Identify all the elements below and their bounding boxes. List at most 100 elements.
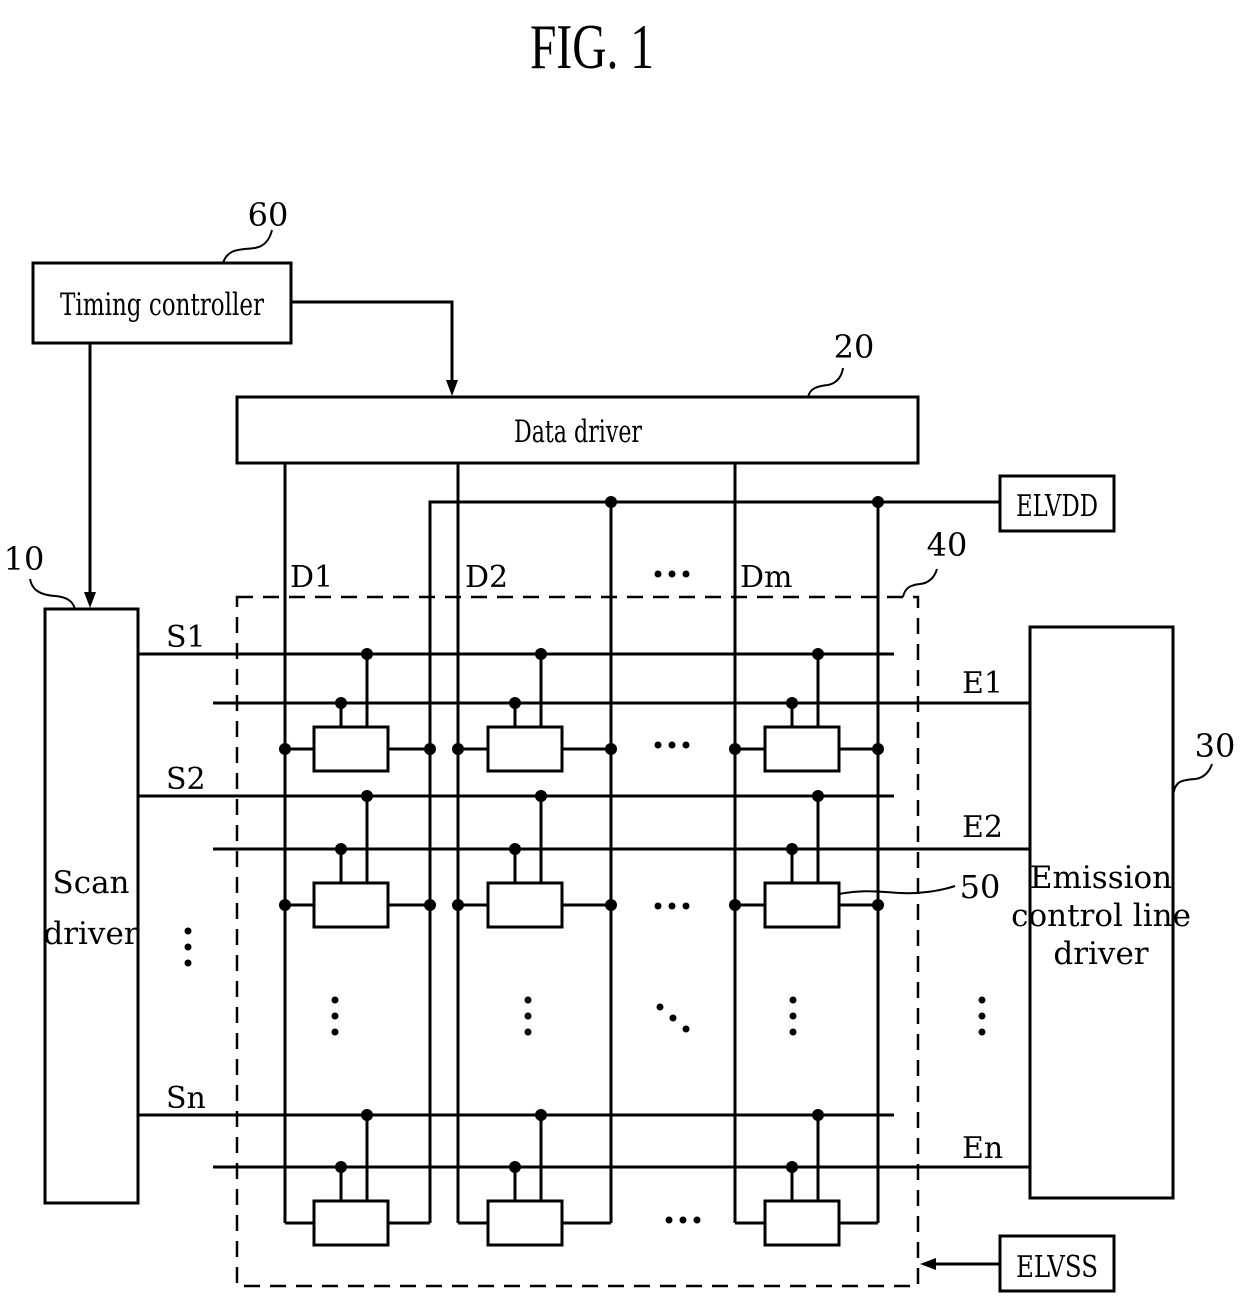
- emission-driver-block: Emission control line driver: [1011, 627, 1191, 1198]
- junction-dot: [509, 1161, 521, 1173]
- junction-dot: [605, 743, 617, 755]
- arrowhead-icon: [446, 380, 458, 396]
- ellipsis-group: [185, 571, 986, 1224]
- ellipsis-dot: [683, 742, 690, 749]
- ellipsis-dot: [979, 997, 986, 1004]
- emission-line-label-e1: E1: [962, 666, 1003, 701]
- timing-controller-ref-leader: [223, 230, 272, 263]
- ellipsis-dot: [657, 1004, 664, 1011]
- junction-dot: [812, 790, 824, 802]
- junction-dot: [361, 648, 373, 660]
- ellipsis-dot: [790, 1029, 797, 1036]
- elvdd-block: ELVDD: [1000, 476, 1114, 531]
- arrowhead-icon: [84, 592, 96, 608]
- pixel-unit-ref-leader: [903, 569, 937, 597]
- scan-line-label-sn: Sn: [166, 1081, 206, 1116]
- junction-dot: [786, 843, 798, 855]
- ellipsis-dot: [683, 903, 690, 910]
- emission-line-label-e2: E2: [962, 810, 1003, 845]
- ellipsis-dot: [670, 1015, 677, 1022]
- ellipsis-dot: [694, 1217, 701, 1224]
- ellipsis-dot: [655, 903, 662, 910]
- junction-dot: [535, 790, 547, 802]
- scan-driver-label-line-2: driver: [43, 916, 138, 952]
- ellipsis-dot: [332, 997, 339, 1004]
- junction-dot: [335, 1161, 347, 1173]
- emission-driver-ref-leader: [1173, 764, 1212, 795]
- pixel-circuit: [314, 727, 388, 771]
- junction-dot: [279, 899, 291, 911]
- junction-dot: [424, 899, 436, 911]
- pixel-array: [138, 463, 1030, 1245]
- junction-dot: [335, 843, 347, 855]
- scan-line-label-s2: S2: [166, 762, 206, 797]
- pixel-circuit: [314, 883, 388, 927]
- junction-dot: [424, 743, 436, 755]
- scan-driver-ref: 10: [4, 540, 45, 578]
- junction-dot: [361, 790, 373, 802]
- ellipsis-dot: [979, 1013, 986, 1020]
- figure-title: FIG. 1: [530, 11, 654, 82]
- tc-to-data-driver-wire: [291, 302, 452, 386]
- ellipsis-dot: [332, 1013, 339, 1020]
- pixel-ref-leader: [825, 886, 955, 897]
- scan-driver-label-line-1: Scan: [52, 865, 129, 901]
- ellipsis-dot: [655, 571, 662, 578]
- junction-dot: [452, 743, 464, 755]
- emission-driver-ref: 30: [1195, 727, 1236, 765]
- data-line-label-dm: Dm: [740, 560, 793, 595]
- timing-controller-ref: 60: [248, 196, 289, 234]
- pixel-circuit: [765, 727, 839, 771]
- junction-dot: [535, 648, 547, 660]
- pixel-circuit: [488, 727, 562, 771]
- pixel-circuit: [314, 1201, 388, 1245]
- scan-driver-block: Scan driver: [43, 609, 138, 1203]
- junction-dot: [786, 697, 798, 709]
- junction-dot: [872, 496, 884, 508]
- junction-dot: [605, 496, 617, 508]
- elvss-label: ELVSS: [1016, 1250, 1098, 1285]
- junction-dot: [605, 899, 617, 911]
- timing-controller-label: Timing controller: [60, 287, 264, 323]
- emission-line-label-en: En: [962, 1131, 1003, 1166]
- ellipsis-dot: [185, 944, 192, 951]
- elvss-block: ELVSS: [1000, 1236, 1114, 1291]
- data-line-label-d1: D1: [290, 560, 333, 595]
- pixel-ref: 50: [960, 868, 1001, 906]
- pixel-circuit: [765, 1201, 839, 1245]
- data-driver-label: Data driver: [514, 414, 642, 450]
- junction-dot: [279, 743, 291, 755]
- junction-dot: [509, 843, 521, 855]
- junction-dot: [452, 899, 464, 911]
- junction-dot: [786, 1161, 798, 1173]
- ellipsis-dot: [680, 1217, 687, 1224]
- ellipsis-dot: [669, 571, 676, 578]
- ellipsis-dot: [655, 742, 662, 749]
- junction-dot: [812, 648, 824, 660]
- junction-dot: [361, 1109, 373, 1121]
- pixel-unit-ref: 40: [927, 526, 968, 564]
- data-driver-block: Data driver: [237, 397, 918, 463]
- pixel-circuit: [488, 883, 562, 927]
- emission-driver-label-line-2: control line: [1011, 898, 1191, 934]
- ellipsis-dot: [525, 997, 532, 1004]
- pixel-circuit: [488, 1201, 562, 1245]
- junction-dot: [509, 697, 521, 709]
- elvdd-label: ELVDD: [1016, 489, 1098, 524]
- junction-dot: [729, 743, 741, 755]
- scan-driver-ref-leader: [30, 579, 75, 609]
- junction-dot: [812, 1109, 824, 1121]
- ellipsis-dot: [979, 1029, 986, 1036]
- ellipsis-dot: [669, 903, 676, 910]
- ellipsis-dot: [525, 1029, 532, 1036]
- junction-dot: [872, 743, 884, 755]
- ellipsis-dot: [683, 571, 690, 578]
- ellipsis-dot: [666, 1217, 673, 1224]
- data-driver-ref: 20: [834, 328, 875, 366]
- scan-line-label-s1: S1: [166, 620, 206, 655]
- data-line-label-d2: D2: [465, 560, 508, 595]
- ellipsis-dot: [790, 1013, 797, 1020]
- junction-dot: [872, 899, 884, 911]
- ellipsis-dot: [525, 1013, 532, 1020]
